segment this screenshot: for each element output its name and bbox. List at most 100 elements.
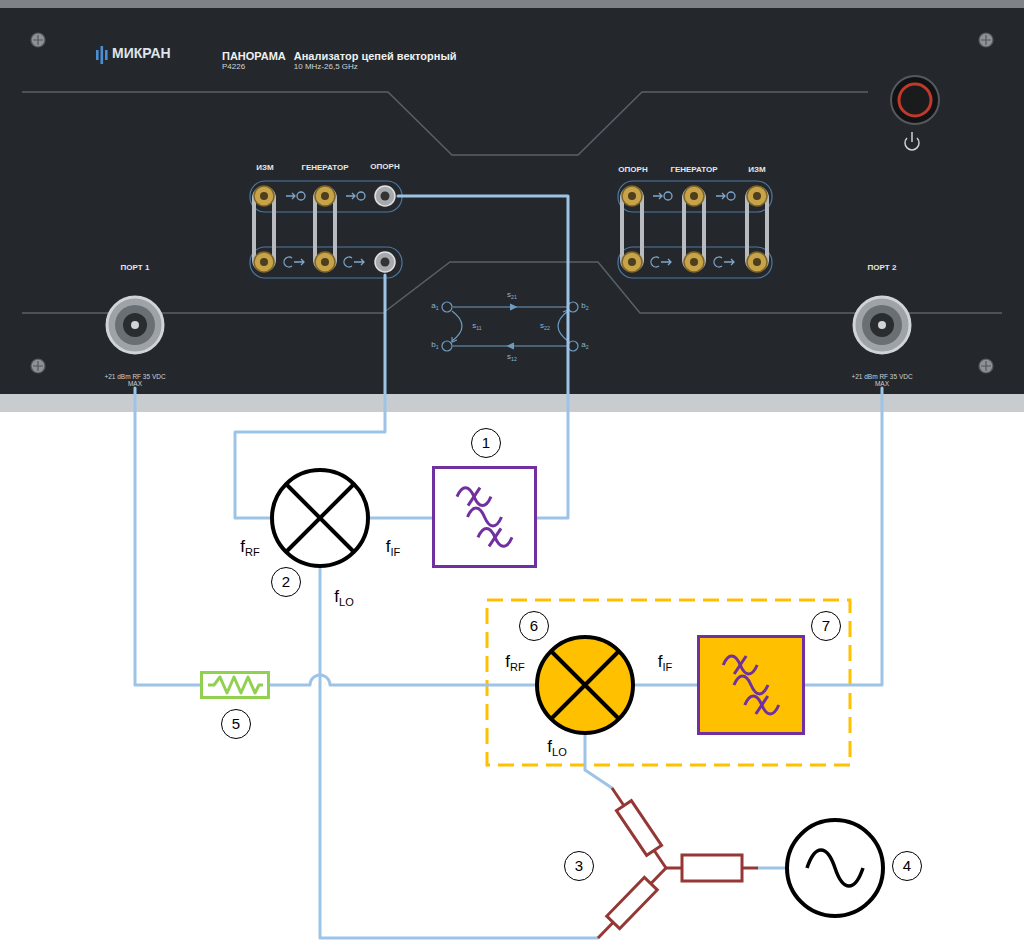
analyzer-panel-part: [0, 8, 1024, 394]
test-port-shape-part: [107, 297, 163, 353]
brand-name: МИКРАН: [112, 46, 171, 61]
port-icon-part: [297, 192, 305, 200]
module-outline-part: [487, 600, 850, 765]
gold-connector-part: [747, 252, 767, 272]
text-main: b: [581, 301, 585, 310]
panel-screw-part: [981, 35, 991, 45]
gold-connector-part-part: [321, 192, 329, 200]
reference-connector-shape-part-part: [381, 258, 390, 267]
power-splitter-shape-part: [598, 868, 666, 938]
callout-number: 2: [271, 567, 301, 597]
test-port-shape-part-part: [123, 313, 147, 337]
s-parameter-graph-part: [510, 304, 516, 310]
mixer-symbol-outline: [270, 468, 370, 568]
text-subscript: 1: [436, 305, 439, 311]
port-label: ГЕНЕРАТОР: [670, 166, 717, 175]
filter-block-shape-part: [434, 468, 536, 567]
test-port: ПОРТ 1+21 dBm RF 35 VDC MAX: [98, 262, 172, 388]
test-port-shape-part-part: [862, 305, 902, 345]
filter-block-shape-part: [699, 637, 804, 734]
text-main: f: [547, 737, 552, 756]
port-label: ГЕНЕРАТОР: [301, 164, 348, 173]
power-splitter-shape-part: [612, 788, 666, 868]
test-port-shape: [854, 297, 910, 353]
callout-number: 4: [892, 851, 922, 881]
power-button-part: [899, 84, 931, 116]
port-icon-part: [346, 193, 355, 199]
signal-generator-shape-part: [787, 820, 883, 916]
s-parameter-graph: [442, 302, 578, 351]
callout-number: 1: [471, 428, 501, 458]
filter-block-shape: [699, 637, 804, 734]
text-subscript: 21: [511, 294, 517, 300]
text-subscript: 2: [586, 344, 589, 350]
text-main: b: [431, 340, 435, 349]
text-main: f: [505, 652, 510, 671]
gold-connector-part-part: [315, 186, 335, 206]
reference-connector-shape-part: [375, 186, 395, 206]
test-port: ПОРТ 2+21 dBm RF 35 VDC MAX: [845, 262, 919, 388]
signal-wire: [320, 568, 598, 938]
text-subscript: 1: [436, 344, 439, 350]
mixer-symbol-shape: [537, 637, 633, 733]
signal-wire: [635, 684, 697, 687]
text-subscript: 11: [476, 325, 481, 331]
text-main: a: [431, 301, 435, 310]
port-icon-part: [664, 192, 672, 200]
port-icon-part: [357, 192, 365, 200]
gold-connector-part-part: [690, 258, 698, 266]
signal-generator-outline: [785, 818, 885, 918]
analyzer-panel-part: [22, 92, 868, 155]
test-port-shape-part-part: [115, 305, 155, 345]
port-icon-part: [727, 192, 735, 200]
signal-generator: 4: [785, 818, 885, 918]
filter-block-shape-part: [457, 488, 491, 506]
panel-screw-part: [33, 35, 43, 45]
port-icon-part: [344, 257, 364, 267]
filter-block-shape-part: [468, 488, 480, 506]
signal-generator-shape: [787, 820, 883, 916]
text-main: s: [507, 290, 511, 299]
signal-wire: [805, 388, 882, 685]
text-main: s: [507, 352, 511, 361]
gold-connector: [254, 186, 767, 272]
port-icon-part: [716, 193, 725, 199]
analyzer-panel-part: [0, 0, 1024, 412]
s-parameter-graph-part: [508, 343, 514, 349]
text-subscript: 12: [511, 356, 517, 362]
test-port-outline: [845, 262, 919, 388]
mixer-symbol-shape-part: [551, 651, 619, 719]
mixer-symbol-shape-part: [286, 484, 354, 552]
gold-connector-part: [622, 252, 642, 272]
gold-connector-part-part: [684, 186, 704, 206]
signal-wire: [370, 517, 432, 520]
port-icon-part: [651, 257, 671, 267]
power-button-part: [905, 132, 919, 150]
power-splitter: 3: [598, 788, 758, 940]
wave-label: a2: [581, 341, 588, 351]
panel-screw-part: [31, 33, 45, 47]
filter-block: 7: [697, 635, 805, 735]
s-parameter-graph-part: [442, 341, 452, 351]
filter-block: 1: [432, 466, 537, 568]
port-icon-part: [714, 257, 734, 267]
port-rating: +21 dBm RF 35 VDC MAX: [847, 373, 917, 387]
gold-connector-part-part: [260, 192, 268, 200]
gold-connector-part-part: [622, 186, 642, 206]
signal-wire: [135, 388, 200, 685]
text-subscript: LO: [552, 746, 567, 758]
mixer-symbol-outline: [535, 635, 635, 735]
gold-connector-part-part: [628, 192, 636, 200]
text-main: a: [581, 340, 585, 349]
gold-connector-part-part: [622, 252, 642, 272]
attenuator-symbol-shape-part: [208, 677, 263, 693]
gold-connector-part-part: [254, 186, 274, 206]
mixer-symbol: 2: [270, 468, 370, 568]
s-parameter-graph-part: [452, 337, 457, 342]
port-icon-part: [284, 257, 304, 267]
power-button: [891, 76, 939, 150]
test-port-shape-part-part: [107, 297, 163, 353]
gold-connector-part-part: [628, 258, 636, 266]
mixer-symbol-shape: [272, 470, 368, 566]
port-label: ИЗМ: [256, 164, 273, 173]
